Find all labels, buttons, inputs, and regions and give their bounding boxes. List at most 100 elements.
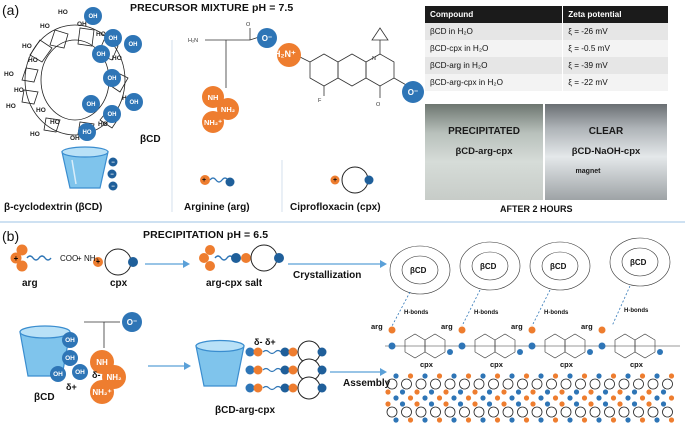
bilayer-circle	[588, 401, 594, 407]
bilayer-circle	[602, 401, 609, 407]
caption-bcd: β-cyclodextrin (βCD)	[4, 202, 103, 213]
bilayer-circle	[654, 373, 660, 379]
table-cell-zeta: ξ = -0.5 mV	[562, 40, 668, 57]
ciprofloxacin-structure-icon	[297, 27, 409, 98]
bilayer-circle	[401, 406, 412, 418]
svg-text:NH: NH	[96, 358, 108, 367]
bilayer-circle	[486, 389, 493, 395]
bilayer-circle	[414, 389, 420, 395]
bilayer-circle	[596, 417, 602, 423]
bilayer-circle	[617, 401, 623, 407]
svg-text:NH: NH	[208, 93, 219, 102]
bilayer-circle	[610, 373, 617, 379]
svg-text:+: +	[14, 254, 19, 263]
bcd-arg-cpx-icon	[195, 339, 245, 387]
bcd-cup-icon	[61, 146, 118, 191]
table-row: βCD in H₂O ξ = -26 mV	[425, 23, 668, 40]
crystal-hbonds-1: H-bonds	[404, 310, 429, 316]
bilayer-circle	[668, 417, 675, 423]
bilayer-circle	[617, 389, 623, 395]
bilayer-circle	[560, 378, 572, 390]
crystal-lattice-structures	[385, 237, 680, 359]
bilayer-circle	[422, 395, 428, 401]
label-delta-plus: δ+	[66, 382, 77, 392]
bilayer-circle	[523, 373, 530, 379]
bilayer-circle	[457, 401, 464, 407]
svg-text:OH: OH	[129, 42, 138, 48]
bilayer-circle	[451, 417, 457, 423]
crystal-hbonds-2: H-bonds	[474, 310, 499, 316]
complex-guanidinium-circles	[90, 350, 126, 404]
svg-text:OH: OH	[97, 52, 106, 58]
crystal-cpx-1: cpx	[420, 360, 433, 369]
svg-text:O: O	[246, 22, 251, 28]
bilayer-circle	[660, 389, 667, 395]
label-delta-pair: δ- δ+	[254, 337, 276, 347]
bilayer-circle	[515, 389, 522, 395]
crystal-arg-4: arg	[581, 322, 593, 331]
table-cell-compound: βCD-arg in H₂O	[425, 57, 563, 74]
bilayer-circle	[517, 406, 528, 418]
reaction-arg-icon	[10, 244, 52, 272]
bilayer-circle	[544, 401, 551, 407]
bilayer-circle	[523, 395, 530, 401]
bilayer-circle	[567, 373, 573, 379]
bilayer-circle	[494, 373, 501, 379]
svg-text:O⁻: O⁻	[127, 318, 137, 327]
bilayer-circle	[515, 401, 522, 407]
bilayer-circle	[502, 378, 514, 390]
table-header-row: Compound Zeta potential	[425, 6, 668, 23]
bilayer-circle	[618, 406, 630, 418]
bilayer-circle	[472, 401, 478, 407]
bilayer-circle	[444, 406, 456, 418]
photo-precipitated-line2: βCD-arg-cpx	[455, 146, 513, 157]
bilayer-circle	[610, 417, 617, 423]
bilayer-circle	[631, 401, 638, 407]
complex-chains	[245, 340, 327, 400]
crystal-bcd-2: βCD	[480, 262, 497, 271]
photo-caption: AFTER 2 HOURS	[500, 204, 573, 214]
cpx-small-icon	[330, 166, 374, 194]
bilayer-circle	[488, 406, 499, 418]
svg-text:H₂N: H₂N	[188, 38, 198, 44]
bilayer-circle	[625, 417, 631, 423]
table-cell-zeta: ξ = -26 mV	[562, 23, 668, 40]
bilayer-circle	[501, 389, 507, 395]
bilayer-circle	[604, 406, 615, 418]
bilayer-circle	[393, 395, 399, 401]
bilayer-circle	[633, 378, 644, 390]
bilayer-circle	[647, 406, 659, 418]
crystal-bcd-1: βCD	[410, 266, 427, 275]
bilayer-circle	[509, 395, 515, 401]
bilayer-circle	[422, 373, 428, 379]
svg-text:OH: OH	[77, 21, 87, 28]
nh3-label: NH₃	[84, 254, 99, 263]
bilayer-circle	[581, 395, 588, 401]
reaction-cpx-icon	[93, 248, 138, 276]
svg-text:OH: OH	[130, 100, 139, 106]
bilayer-circle	[414, 401, 420, 407]
photo-clear-line2: βCD-NaOH-cpx	[571, 146, 641, 157]
bilayer-circle	[567, 417, 573, 423]
bilayer-circle	[618, 378, 630, 390]
bilayer-circle	[451, 373, 457, 379]
svg-text:F: F	[318, 98, 322, 104]
crystal-arg-2: arg	[441, 322, 453, 331]
svg-text:HO: HO	[50, 119, 60, 126]
bilayer-circle	[517, 378, 528, 390]
bilayer-circle	[494, 395, 501, 401]
bilayer-circle	[459, 406, 470, 418]
crystal-cpx-3: cpx	[560, 360, 573, 369]
bilayer-circle	[530, 389, 536, 395]
svg-text:NH₂: NH₂	[221, 105, 235, 114]
bilayer-circle	[451, 395, 457, 401]
cpx-amine-circle	[277, 43, 301, 67]
arginine-structure-icon	[205, 28, 263, 88]
bilayer-circle	[415, 378, 427, 390]
svg-text:OH: OH	[87, 102, 96, 108]
bilayer-circle	[573, 401, 580, 407]
svg-text:HO: HO	[40, 23, 50, 30]
label-cpx: cpx	[110, 278, 128, 289]
svg-text:N: N	[372, 56, 376, 62]
